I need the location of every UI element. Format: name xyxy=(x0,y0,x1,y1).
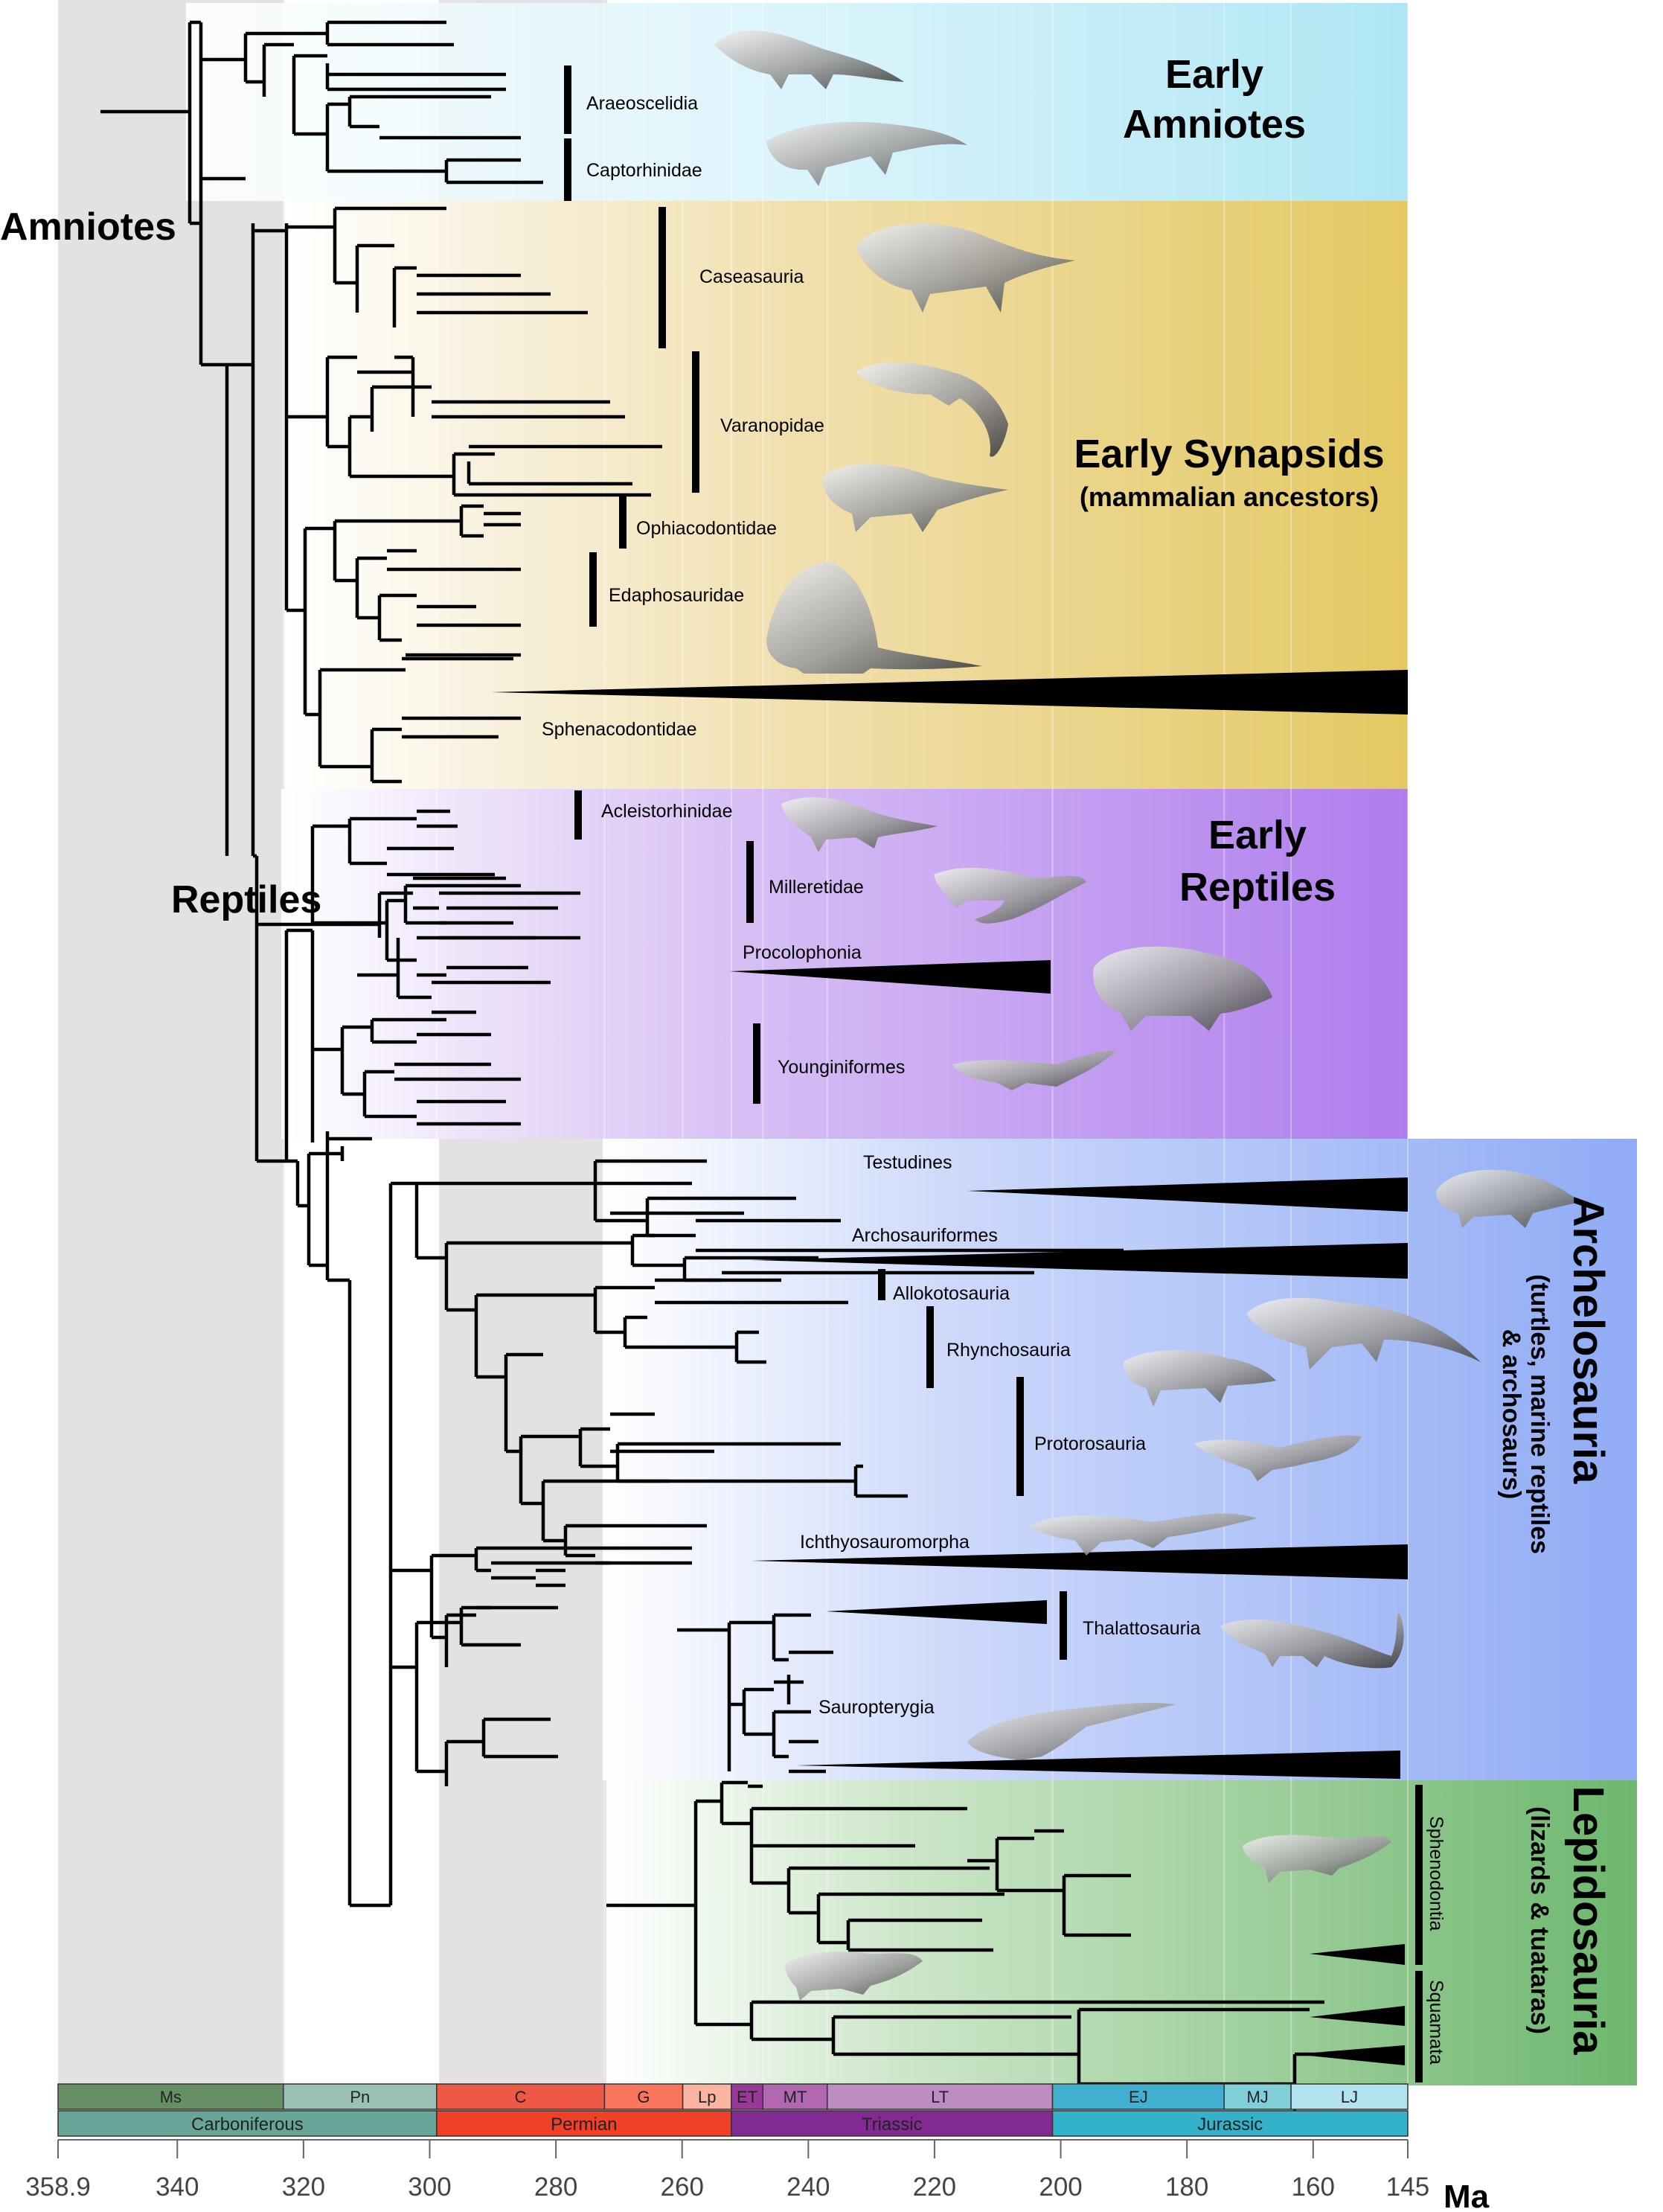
younginiformes-bar xyxy=(753,1023,760,1104)
acleistorhinidae-label: Acleistorhinidae xyxy=(601,801,733,822)
caseasauria-label: Caseasauria xyxy=(699,266,804,287)
reptiles-node-label: Reptiles xyxy=(171,878,321,921)
lepidosauria-title: Lepidosauria xyxy=(1564,1786,1612,2056)
epoch-label-g: G xyxy=(637,2088,650,2106)
allokotosauria-bar xyxy=(878,1269,885,1300)
carboniferous-mississippian-band xyxy=(58,0,284,2084)
edaphosauridae-label: Edaphosauridae xyxy=(609,585,744,606)
epoch-label-pn: Pn xyxy=(350,2088,370,2106)
thalattosauria-label: Thalattosauria xyxy=(1083,1618,1201,1639)
tick-label-320: 320 xyxy=(282,2173,325,2202)
sphenodontia-label: Sphenodontia xyxy=(1426,1816,1446,1931)
early-synapsids-title: Early Synapsids xyxy=(1074,432,1384,476)
procolophonia-label: Procolophonia xyxy=(743,942,862,963)
squamata-bar xyxy=(1415,1971,1423,2082)
tick-label-280: 280 xyxy=(534,2173,577,2202)
sphenodontia-bar xyxy=(1415,1785,1423,1965)
tick-label-358.9: 358.9 xyxy=(25,2173,91,2202)
epoch-label-lp: Lp xyxy=(698,2088,716,2106)
squamata-label: Squamata xyxy=(1426,1980,1446,2065)
milleretidae-bar xyxy=(746,841,754,923)
sphenacodontidae-label: Sphenacodontidae xyxy=(542,719,697,740)
period-label-triassic: Triassic xyxy=(862,2114,923,2135)
time-axis: 358.9 340 320 300 280 260 240 220 200 180 160 145 xyxy=(25,2140,1429,2202)
epoch-label-ej: EJ xyxy=(1129,2088,1148,2106)
rhynchosauria-label: Rhynchosauria xyxy=(946,1340,1071,1361)
tick-label-240: 240 xyxy=(786,2173,830,2202)
early-synapsids-subtitle: (mammalian ancestors) xyxy=(1080,482,1379,512)
varanopidae-label: Varanopidae xyxy=(720,415,824,436)
archelosauria-title: Archelosauria xyxy=(1564,1196,1612,1485)
period-label-carboniferous: Carboniferous xyxy=(191,2114,304,2135)
early-amniotes-title-2: Amniotes xyxy=(1123,102,1306,147)
lepidosauria-subtitle: (lizards & tuataras) xyxy=(1525,1806,1554,2034)
archelosauria-region xyxy=(603,1139,1637,1780)
time-unit-label: Ma xyxy=(1443,2179,1490,2212)
tick-label-340: 340 xyxy=(156,2173,199,2202)
ichthyosauromorpha-label: Ichthyosauromorpha xyxy=(800,1532,970,1553)
epoch-label-lt: LT xyxy=(931,2088,949,2106)
archelosauria-subtitle-1: (turtles, marine reptiles xyxy=(1525,1274,1554,1554)
epoch-label-mt: MT xyxy=(784,2088,807,2106)
caseasauria-bar xyxy=(659,207,666,348)
geologic-timescale: Ms Pn C G Lp ET MT LT EJ MJ LJ Carboniferous Permian… xyxy=(58,2084,1408,2136)
allokotosauria-label: Allokotosauria xyxy=(893,1283,1010,1304)
ophiacodontidae-bar xyxy=(619,495,627,549)
protorosauria-label: Protorosauria xyxy=(1034,1433,1146,1454)
tick-label-200: 200 xyxy=(1039,2173,1082,2202)
early-amniotes-title-1: Early xyxy=(1165,52,1263,97)
ophiacodontidae-label: Ophiacodontidae xyxy=(636,518,777,539)
thalattosauria-bar xyxy=(1060,1591,1067,1660)
younginiformes-label: Younginiformes xyxy=(778,1057,905,1078)
archosauriformes-label: Archosauriformes xyxy=(852,1225,998,1246)
archelosauria-subtitle-2: & archosaurs) xyxy=(1497,1329,1525,1500)
sauria-stem xyxy=(286,1131,372,1280)
acleistorhinidae-bar xyxy=(574,790,582,840)
tick-label-180: 180 xyxy=(1165,2173,1208,2202)
sauropterygia-label: Sauropterygia xyxy=(818,1697,935,1718)
tick-label-220: 220 xyxy=(913,2173,956,2202)
araeoscelidia-bar xyxy=(564,65,571,134)
tick-label-260: 260 xyxy=(661,2173,704,2202)
early-reptiles-title-1: Early xyxy=(1208,813,1307,857)
period-label-permian: Permian xyxy=(551,2114,617,2135)
epoch-label-mj: MJ xyxy=(1246,2088,1268,2106)
protorosauria-bar xyxy=(1016,1377,1024,1496)
epoch-label-ms: Ms xyxy=(160,2088,182,2106)
tick-label-300: 300 xyxy=(408,2173,451,2202)
epoch-label-c: C xyxy=(515,2088,527,2106)
amniotes-node-label: Amniotes xyxy=(0,205,176,249)
captorhinidae-bar xyxy=(564,138,571,201)
milleretidae-label: Milleretidae xyxy=(769,877,864,898)
captorhinidae-label: Captorhinidae xyxy=(586,160,702,181)
epoch-label-et: ET xyxy=(737,2088,757,2106)
edaphosauridae-bar xyxy=(589,552,597,627)
rhynchosauria-bar xyxy=(926,1306,934,1388)
epoch-label-lj: LJ xyxy=(1341,2088,1358,2106)
araeoscelidia-label: Araeoscelidia xyxy=(586,93,698,114)
period-label-jurassic: Jurassic xyxy=(1197,2114,1263,2135)
early-reptiles-title-2: Reptiles xyxy=(1179,865,1336,910)
tick-label-145: 145 xyxy=(1386,2173,1429,2202)
testudines-label: Testudines xyxy=(863,1152,952,1173)
varanopidae-bar xyxy=(692,351,699,493)
tick-label-160: 160 xyxy=(1292,2173,1335,2202)
